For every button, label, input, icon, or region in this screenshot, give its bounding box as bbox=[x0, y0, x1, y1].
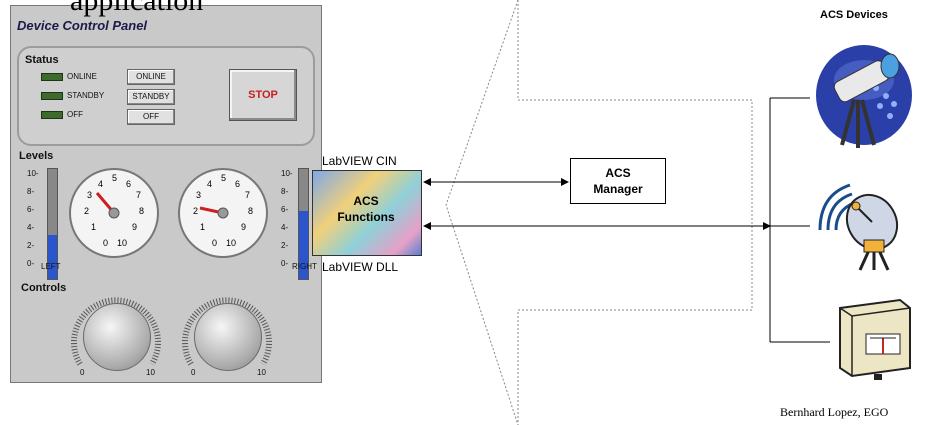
left-knob-max: 10 bbox=[146, 368, 155, 377]
dial-label: 3 bbox=[87, 190, 92, 200]
off-led bbox=[41, 111, 63, 119]
power-meter-icon bbox=[839, 298, 911, 380]
dial-label: 2 bbox=[84, 206, 89, 216]
scale-tick: 2- bbox=[281, 241, 289, 250]
scale-tick: 10- bbox=[27, 169, 39, 178]
dial-label: 5 bbox=[221, 173, 226, 183]
dial-label: 0 bbox=[103, 238, 108, 248]
dial-label: 0 bbox=[212, 238, 217, 248]
labview-cin-label: LabVIEW CIN bbox=[322, 154, 397, 168]
off-led-label: OFF bbox=[67, 110, 83, 119]
online-led-label: ONLINE bbox=[67, 72, 97, 81]
controls-label: Controls bbox=[21, 282, 67, 294]
standby-led bbox=[41, 92, 63, 100]
dial-label: 7 bbox=[245, 190, 250, 200]
online-led bbox=[41, 73, 63, 81]
dial-label: 6 bbox=[235, 179, 240, 189]
standby-led-label: STANDBY bbox=[67, 91, 105, 100]
telescope-icon bbox=[816, 45, 912, 148]
dial-label: 9 bbox=[132, 222, 137, 232]
left-meter-scale: 10- 8- 6- 4- 2- 0- bbox=[27, 169, 47, 277]
dial-label: 7 bbox=[136, 190, 141, 200]
dial-hub bbox=[217, 207, 229, 219]
dial-label: 6 bbox=[126, 179, 131, 189]
dial-label: 4 bbox=[207, 179, 212, 189]
acs-functions-line1: ACS bbox=[353, 194, 379, 208]
labview-dll-label: LabVIEW DLL bbox=[322, 260, 399, 274]
acs-functions-line2: Functions bbox=[337, 210, 395, 224]
right-control-knob[interactable] bbox=[194, 303, 262, 371]
scale-tick: 10- bbox=[281, 169, 293, 178]
right-knob-min: 0 bbox=[191, 368, 196, 377]
scale-tick: 2- bbox=[27, 241, 35, 250]
left-level-meter bbox=[47, 168, 58, 280]
scale-tick: 4- bbox=[27, 223, 35, 232]
levels-label: Levels bbox=[19, 150, 54, 162]
dial-label: 8 bbox=[139, 206, 144, 216]
arrow-head-outline bbox=[445, 0, 519, 425]
satellite-dish-icon bbox=[818, 183, 899, 271]
scale-tick: 8- bbox=[27, 187, 35, 196]
stop-button[interactable]: STOP bbox=[229, 69, 297, 121]
scale-tick: 0- bbox=[281, 259, 289, 268]
right-level-meter bbox=[298, 168, 309, 280]
off-button[interactable]: OFF bbox=[127, 109, 175, 125]
acs-devices-title: ACS Devices bbox=[820, 9, 888, 21]
author-credit: Bernhard Lopez, EGO bbox=[780, 405, 889, 419]
right-dial: 1 2 3 4 5 6 7 8 9 0 10 bbox=[178, 168, 268, 258]
acs-manager-box: ACS Manager bbox=[570, 158, 666, 204]
acs-manager-line2: Manager bbox=[593, 182, 643, 196]
arrow-outline bbox=[517, 0, 753, 425]
left-meter-label: LEFT bbox=[41, 262, 61, 271]
dial-label: 2 bbox=[193, 206, 198, 216]
left-level-fill bbox=[48, 235, 57, 279]
left-dial: 1 2 3 4 5 6 7 8 9 0 10 bbox=[69, 168, 159, 258]
dial-label: 3 bbox=[196, 190, 201, 200]
dial-label: 9 bbox=[241, 222, 246, 232]
right-meter-label: RIGHT bbox=[292, 262, 317, 271]
online-button[interactable]: ONLINE bbox=[127, 69, 175, 85]
acs-functions-label: ACS Functions bbox=[312, 193, 420, 225]
panel-title: Device Control Panel bbox=[17, 18, 148, 33]
app-title: application bbox=[70, 0, 204, 17]
dial-label: 1 bbox=[200, 222, 205, 232]
left-control-knob[interactable] bbox=[83, 303, 151, 371]
dial-label: 10 bbox=[226, 238, 236, 248]
right-knob-max: 10 bbox=[257, 368, 266, 377]
right-meter-scale: 10- 8- 6- 4- 2- 0- bbox=[281, 169, 301, 277]
status-label: Status bbox=[25, 54, 59, 66]
dial-label: 4 bbox=[98, 179, 103, 189]
acs-functions-image bbox=[312, 170, 422, 256]
dial-hub bbox=[108, 207, 120, 219]
scale-tick: 0- bbox=[27, 259, 35, 268]
dial-label: 8 bbox=[248, 206, 253, 216]
scale-tick: 8- bbox=[281, 187, 289, 196]
scale-tick: 6- bbox=[27, 205, 35, 214]
dial-label: 10 bbox=[117, 238, 127, 248]
scale-tick: 4- bbox=[281, 223, 289, 232]
acs-manager-line1: ACS bbox=[605, 166, 631, 180]
right-level-fill bbox=[299, 210, 308, 279]
device-control-panel: Device Control Panel Status ONLINE STAND… bbox=[10, 5, 322, 383]
status-group: Status ONLINE STANDBY OFF ONLINE STANDBY… bbox=[17, 46, 315, 146]
left-knob-min: 0 bbox=[80, 368, 85, 377]
standby-button[interactable]: STANDBY bbox=[127, 89, 175, 105]
dial-label: 1 bbox=[91, 222, 96, 232]
dial-label: 5 bbox=[112, 173, 117, 183]
scale-tick: 6- bbox=[281, 205, 289, 214]
